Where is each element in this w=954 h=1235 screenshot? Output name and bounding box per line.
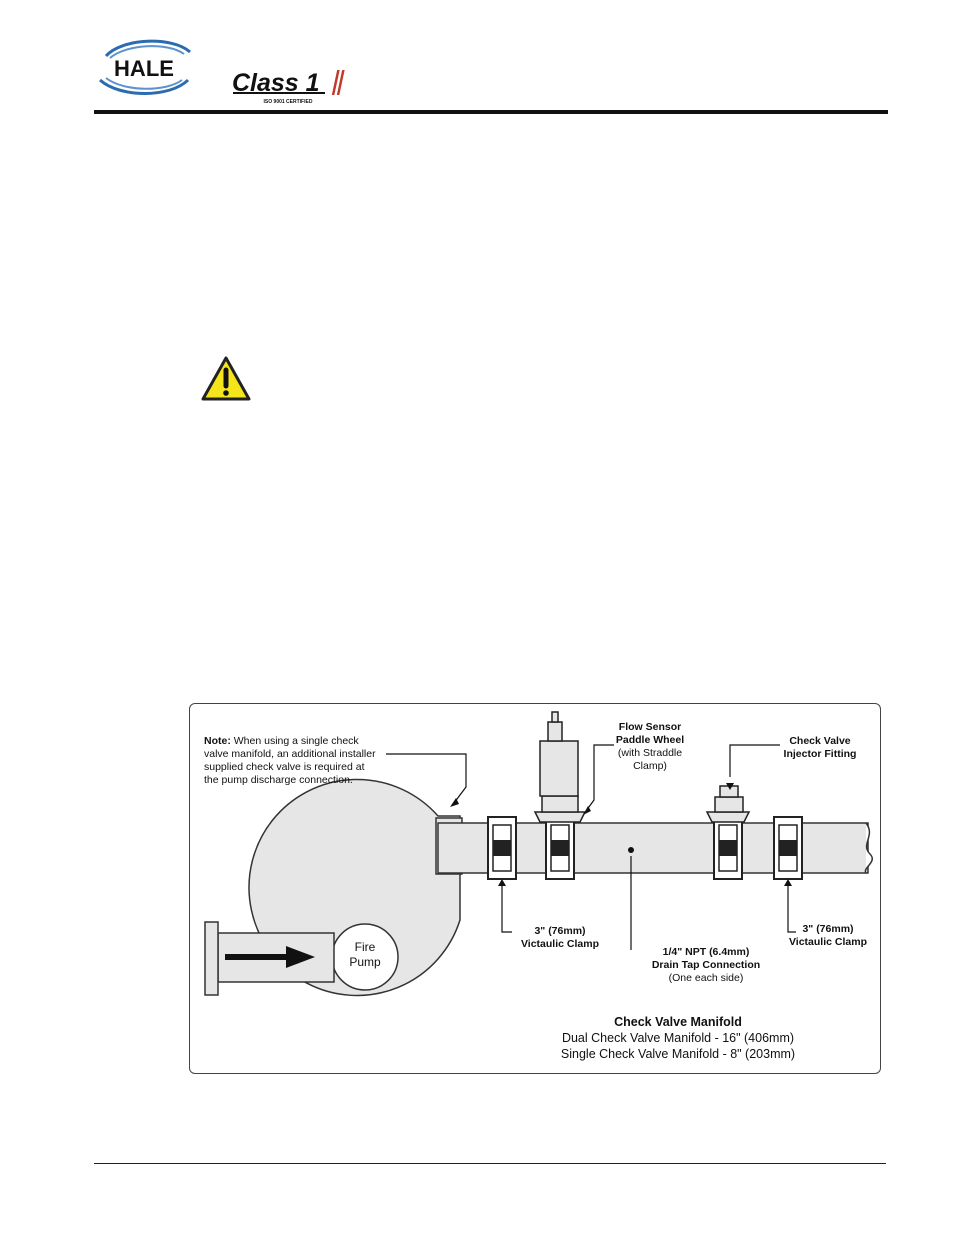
note-line-1: When using a single check [233,735,359,747]
note-line-2: valve manifold, an additional installer [204,748,376,760]
fire-pump-label: Fire Pump [338,940,392,970]
injector-fitting-label: Check Valve Injector Fitting [770,735,870,761]
drain-line-3: (One each side) [668,972,744,984]
caption-title: Check Valve Manifold [614,1015,742,1029]
note-line-3: supplied check valve is required at [204,761,365,773]
flow-sensor-label: Flow Sensor Paddle Wheel (with Straddle … [600,721,700,773]
hale-logo: HALE [92,36,196,100]
manifold-diagram [204,711,873,997]
clamp-left-line-1: 3" (76mm) [534,925,586,937]
clamp-left-label: 3" (76mm) Victaulic Clamp [508,925,612,951]
flow-sensor-line-4: Clamp) [633,760,667,772]
pump-line-2: Pump [349,955,381,969]
figure-caption: Check Valve Manifold Dual Check Valve Ma… [538,1014,818,1062]
drain-tap-label: 1/4" NPT (6.4mm) Drain Tap Connection (O… [636,946,776,985]
flow-sensor-assembly [533,711,587,880]
header-rule [94,110,888,114]
check-valve-manifold-figure: Note: When using a single check valve ma… [189,703,881,1074]
flow-sensor-line-2: Paddle Wheel [615,734,685,746]
warning-triangle-icon [200,355,252,403]
note-line-4: the pump discharge connection. [204,774,353,786]
flow-sensor-line-3: (with Straddle [617,747,683,759]
injector-line-2: Injector Fitting [783,748,857,760]
clamp-right-label: 3" (76mm) Victaulic Clamp [780,923,876,949]
figure-note: Note: When using a single check valve ma… [204,735,376,787]
class1-logo: Class 1 ISO 9001 CERTIFIED [230,66,355,106]
injector-line-1: Check Valve [789,735,851,747]
drain-tap [628,847,634,853]
pump-line-1: Fire [354,940,376,954]
note-label: Note: [204,735,231,747]
caption-line-1: Dual Check Valve Manifold - 16" (406mm) [561,1031,795,1045]
flow-sensor-line-1: Flow Sensor [618,721,682,733]
victaulic-clamp-left [487,816,517,880]
class1-tagline: ISO 9001 CERTIFIED [264,99,313,105]
drain-line-1: 1/4" NPT (6.4mm) [662,946,750,958]
clamp-right-line-2: Victaulic Clamp [788,936,867,948]
check-valve-injector-assembly [705,785,751,880]
clamp-left-line-2: Victaulic Clamp [520,938,599,950]
drain-line-2: Drain Tap Connection [651,959,761,971]
footer-rule [94,1163,886,1164]
hale-logo-text: HALE [114,56,174,81]
caption-line-2: Single Check Valve Manifold - 8" (203mm) [560,1047,796,1061]
clamp-right-line-1: 3" (76mm) [802,923,854,935]
victaulic-clamp-right [773,816,803,880]
